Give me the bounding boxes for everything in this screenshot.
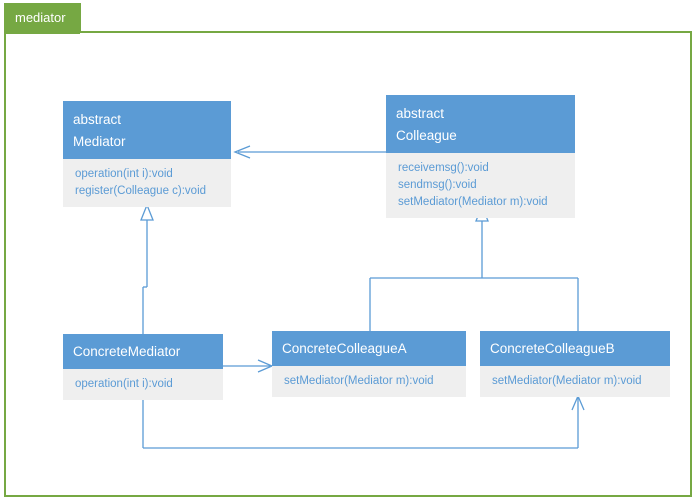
tab-active-underlay <box>5 30 80 34</box>
uml-class-header: ConcreteMediator <box>63 334 223 369</box>
uml-class-mediator[interactable]: abstract Mediator operation(int i):void … <box>63 101 231 207</box>
uml-stereotype: abstract <box>396 106 445 121</box>
uml-method: operation(int i):void <box>75 378 173 390</box>
uml-class-name: ConcreteMediator <box>73 344 181 359</box>
tab-label: mediator <box>15 10 66 25</box>
uml-class-header: ConcreteColleagueA <box>272 331 466 366</box>
uml-method: register(Colleague c):void <box>75 185 207 197</box>
uml-class-name: ConcreteColleagueB <box>490 341 615 356</box>
uml-class-name: Mediator <box>73 134 126 149</box>
uml-class-methods: receivemsg():void sendmsg():void setMedi… <box>386 153 575 218</box>
uml-method: operation(int i):void <box>75 168 173 180</box>
uml-class-name: ConcreteColleagueA <box>282 341 407 356</box>
uml-class-methods: operation(int i):void <box>63 369 223 400</box>
uml-method: setMediator(Mediator m):void <box>492 375 642 387</box>
uml-class-concrete-mediator[interactable]: ConcreteMediator operation(int i):void <box>63 334 223 400</box>
uml-method: sendmsg():void <box>398 179 477 191</box>
uml-method: setMediator(Mediator m):void <box>398 196 548 208</box>
uml-method: receivemsg():void <box>398 162 489 174</box>
tab-mediator[interactable]: mediator <box>4 3 81 33</box>
uml-class-methods: operation(int i):void register(Colleague… <box>63 159 231 207</box>
uml-stereotype: abstract <box>73 112 122 127</box>
uml-class-name: Colleague <box>396 128 457 143</box>
uml-class-concrete-colleague-b[interactable]: ConcreteColleagueB setMediator(Mediator … <box>480 331 670 397</box>
uml-class-header: abstract Colleague <box>386 95 575 153</box>
uml-class-header: ConcreteColleagueB <box>480 331 670 366</box>
uml-class-methods: setMediator(Mediator m):void <box>480 366 670 397</box>
uml-method: setMediator(Mediator m):void <box>284 375 434 387</box>
uml-class-methods: setMediator(Mediator m):void <box>272 366 466 397</box>
uml-class-header: abstract Mediator <box>63 101 231 159</box>
uml-class-concrete-colleague-a[interactable]: ConcreteColleagueA setMediator(Mediator … <box>272 331 466 397</box>
uml-class-colleague[interactable]: abstract Colleague receivemsg():void sen… <box>386 95 575 218</box>
